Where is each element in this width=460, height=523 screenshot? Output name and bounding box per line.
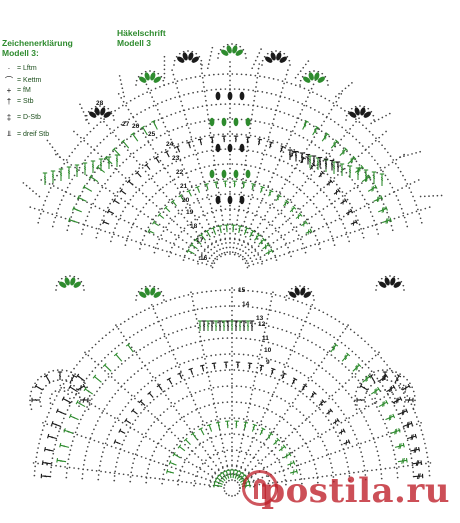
row-number: 21 — [180, 183, 188, 190]
watermark-logo-icon — [242, 470, 278, 506]
legend-item: †= Stb — [4, 97, 34, 106]
row-number: 13 — [256, 315, 264, 322]
row-number: 14 — [242, 301, 250, 308]
chart-title: Häkelschrift Modell 3 — [117, 28, 166, 48]
legend-item: ·= Lftm — [4, 64, 37, 73]
row-number: 19 — [186, 209, 194, 216]
watermark: postila.ru — [261, 471, 450, 511]
row-number: 22 — [176, 169, 184, 176]
single-crochet-icon: + — [6, 86, 12, 95]
row-number: 16 — [200, 255, 208, 262]
row-number: 28 — [96, 100, 104, 107]
row-number: 27 — [122, 121, 130, 128]
row-number: 20 — [182, 197, 190, 204]
treble-crochet-icon: ‡ — [6, 113, 12, 122]
legend-title: Zeichenerklärung Modell 3: — [2, 38, 73, 58]
triple-treble-icon: ⫫ — [6, 129, 12, 138]
row-number: 9 — [266, 359, 270, 366]
row-number: 23 — [172, 155, 180, 162]
row-number: 26 — [132, 123, 140, 130]
row-number: 17 — [196, 237, 204, 244]
legend-item: ⌒= Kettm — [5, 76, 42, 85]
row-number: 10 — [264, 347, 272, 354]
double-crochet-icon: † — [6, 97, 12, 106]
legend-item: ‡= D-Stb — [4, 113, 41, 122]
row-number: 11 — [262, 335, 269, 342]
legend-item: += fM — [4, 86, 31, 95]
row-number: 15 — [238, 287, 246, 294]
chain-stitches — [22, 43, 443, 497]
stitch-symbols — [31, 45, 424, 489]
slip-stitch-icon: ⌒ — [5, 76, 13, 85]
chain-stitch-icon: · — [7, 64, 11, 73]
legend-item: ⫫= dreif Stb — [4, 129, 49, 139]
row-number: 25 — [148, 131, 156, 138]
row-number: 24 — [166, 141, 174, 148]
row-number: 12 — [258, 321, 266, 328]
row-number: 18 — [190, 223, 198, 230]
